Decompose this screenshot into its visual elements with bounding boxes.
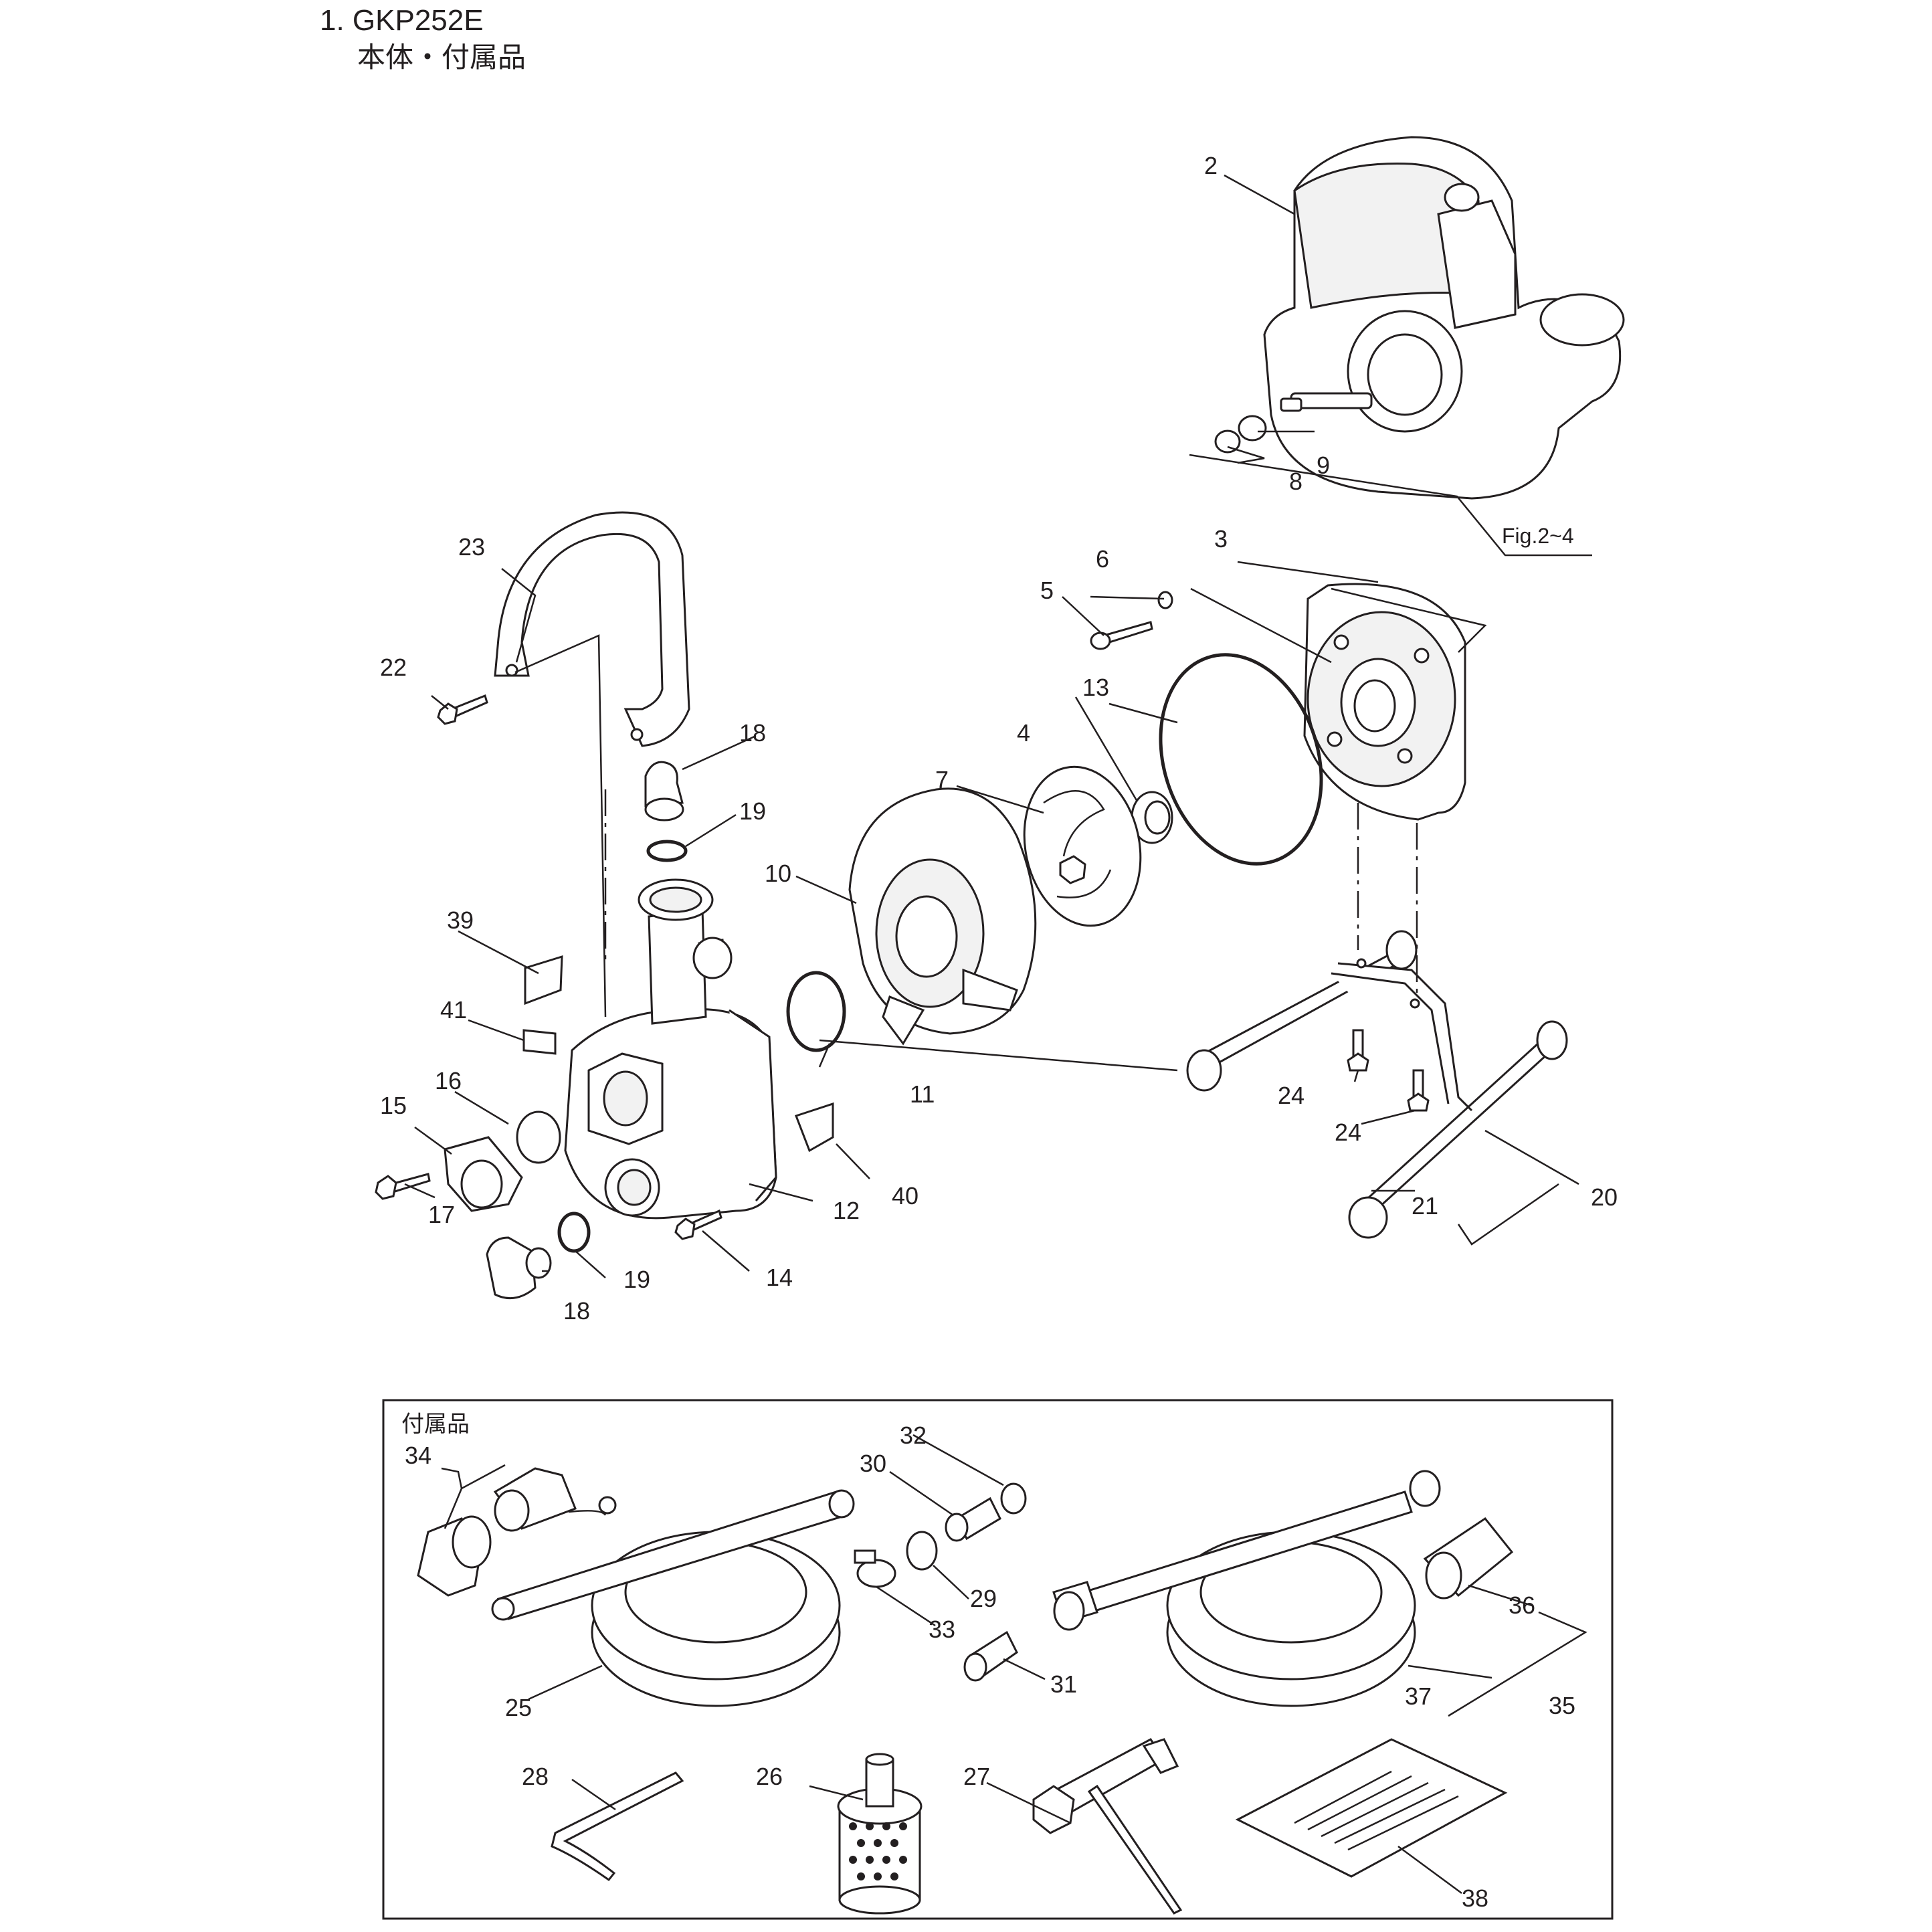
callout-12: 12 xyxy=(833,1197,860,1224)
washer-9 xyxy=(1238,415,1267,442)
engine-unit xyxy=(1263,136,1625,500)
strainer-26 xyxy=(837,1753,923,1915)
o-ring-6 xyxy=(1157,591,1173,609)
nipple-31 xyxy=(963,1630,1018,1682)
hose-25 xyxy=(491,1489,855,1707)
nipple-30 xyxy=(945,1496,1001,1542)
callout-24b: 24 xyxy=(1335,1119,1361,1146)
callout-18-bottom: 18 xyxy=(563,1297,590,1325)
mechanical-seal-4 xyxy=(1131,791,1173,844)
bolt-17 xyxy=(375,1173,431,1200)
callout-41: 41 xyxy=(440,996,467,1024)
callout-3: 3 xyxy=(1214,525,1228,553)
nozzle-36 xyxy=(1423,1517,1514,1600)
callout-20: 20 xyxy=(1591,1183,1618,1211)
callout-18-top: 18 xyxy=(739,719,766,747)
callout-31: 31 xyxy=(1050,1670,1077,1698)
callout-33: 33 xyxy=(929,1616,955,1643)
callout-36: 36 xyxy=(1509,1591,1535,1619)
callout-32: 32 xyxy=(900,1422,927,1449)
o-ring-11 xyxy=(786,971,846,1052)
coupling-34 xyxy=(417,1467,617,1597)
callout-15: 15 xyxy=(380,1092,407,1119)
washer-8 xyxy=(1214,429,1241,454)
bolt-5 xyxy=(1090,621,1153,650)
callout-2: 2 xyxy=(1204,152,1218,179)
callout-34: 34 xyxy=(405,1442,431,1469)
volute-casing-10 xyxy=(848,787,1037,1046)
callout-6: 6 xyxy=(1096,545,1109,573)
o-ring-19-top xyxy=(646,840,688,862)
callout-38: 38 xyxy=(1462,1885,1488,1912)
pump-body-12 xyxy=(564,878,777,1220)
bolt-14 xyxy=(674,1209,722,1240)
callout-29: 29 xyxy=(970,1585,997,1612)
callout-22: 22 xyxy=(380,654,407,681)
o-ring-13 xyxy=(1159,653,1323,866)
accessory-box xyxy=(382,1399,1614,1920)
callout-28: 28 xyxy=(522,1763,549,1790)
callout-13: 13 xyxy=(1082,674,1109,701)
callout-35: 35 xyxy=(1549,1692,1575,1719)
gasket-16 xyxy=(516,1110,561,1164)
plug-wrench-27 xyxy=(1032,1738,1183,1915)
callout-17: 17 xyxy=(428,1201,455,1228)
callout-5: 5 xyxy=(1040,577,1054,604)
manual-38 xyxy=(1235,1738,1508,1878)
bolt-24b xyxy=(1407,1069,1430,1112)
label-41 xyxy=(522,1029,557,1055)
callout-27: 27 xyxy=(963,1763,990,1790)
callout-14: 14 xyxy=(766,1264,793,1291)
label-39 xyxy=(524,955,563,1005)
callout-26: 26 xyxy=(756,1763,783,1790)
drain-plug-18-top xyxy=(644,761,684,822)
label-40 xyxy=(795,1102,834,1153)
base-frame-20 xyxy=(1186,930,1568,1239)
callout-21: 21 xyxy=(1412,1192,1438,1220)
callout-16: 16 xyxy=(435,1067,462,1094)
nut-29 xyxy=(906,1531,938,1571)
callout-10: 10 xyxy=(765,860,791,887)
accessory-box-label: 付属品 xyxy=(401,1411,470,1438)
washer-32 xyxy=(1000,1482,1027,1515)
bolt-24a xyxy=(1347,1029,1369,1072)
callout-37: 37 xyxy=(1405,1682,1432,1710)
handle-23 xyxy=(494,511,690,747)
callout-19-top: 19 xyxy=(739,797,766,825)
suction-flange-15 xyxy=(444,1136,523,1212)
page-title: 1. GKP252E xyxy=(320,4,484,37)
drain-plug-18-bottom xyxy=(486,1236,552,1300)
callout-25: 25 xyxy=(505,1694,532,1721)
callout-4: 4 xyxy=(1017,719,1030,747)
figure-reference: Fig.2~4 xyxy=(1502,524,1574,548)
impeller-7 xyxy=(1023,765,1142,927)
callout-7: 7 xyxy=(935,766,949,793)
hose-37 xyxy=(1052,1470,1441,1707)
callout-23: 23 xyxy=(458,533,485,561)
o-ring-19-bottom xyxy=(557,1212,591,1253)
hose-band-33 xyxy=(854,1549,896,1588)
hex-key-28 xyxy=(551,1771,684,1882)
callout-39: 39 xyxy=(447,906,474,934)
callout-24a: 24 xyxy=(1278,1082,1305,1109)
callout-19-bottom: 19 xyxy=(623,1266,650,1293)
leader-lines xyxy=(404,174,1579,1278)
pump-flange-3 xyxy=(1303,583,1466,821)
callout-9: 9 xyxy=(1317,452,1330,479)
callout-30: 30 xyxy=(860,1450,886,1477)
callout-11: 11 xyxy=(910,1080,935,1108)
callout-8: 8 xyxy=(1289,468,1302,495)
accessory-leader-lines xyxy=(441,1434,1587,1895)
bolt-22 xyxy=(437,694,488,725)
page-subtitle: 本体・付属品 xyxy=(357,41,526,74)
callout-40: 40 xyxy=(892,1182,919,1210)
